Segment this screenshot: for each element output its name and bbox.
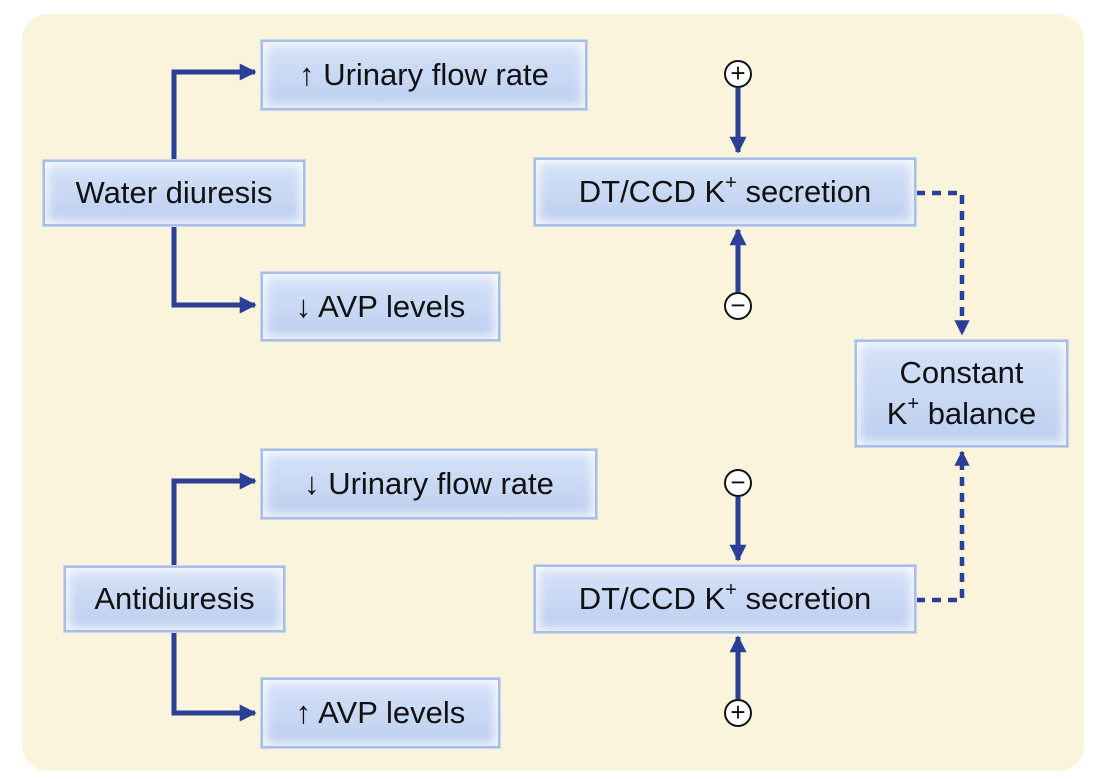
k-secretion-bottom-box: DT/CCD K+ secretion bbox=[534, 565, 916, 633]
k-secretion-bottom-label: DT/CCD K+ secretion bbox=[578, 579, 872, 617]
plus-sign-bottom: + bbox=[724, 699, 752, 727]
minus-sign-top: − bbox=[724, 292, 752, 320]
k-secretion-top-box: DT/CCD K+ secretion bbox=[534, 158, 916, 226]
water-diuresis-box: Water diuresis bbox=[43, 160, 305, 226]
increased-avp-label: ↑ AVP levels bbox=[295, 695, 466, 731]
plus-sign-top: + bbox=[724, 60, 752, 88]
minus-sign-bottom: − bbox=[724, 469, 752, 497]
water-diuresis-label: Water diuresis bbox=[75, 175, 273, 211]
antidiuresis-box: Antidiuresis bbox=[64, 566, 285, 632]
arrow-water-to-avp bbox=[171, 226, 257, 314]
increased-urinary-flow-box: ↑ Urinary flow rate bbox=[261, 40, 587, 110]
increased-avp-box: ↑ AVP levels bbox=[261, 678, 500, 748]
dashed-arrow-bottom-to-constant bbox=[916, 450, 970, 603]
increased-urinary-flow-label: ↑ Urinary flow rate bbox=[299, 57, 549, 93]
antidiuresis-label: Antidiuresis bbox=[94, 581, 255, 617]
k-secretion-top-label: DT/CCD K+ secretion bbox=[578, 172, 872, 210]
decreased-urinary-flow-box: ↓ Urinary flow rate bbox=[261, 449, 597, 519]
decreased-urinary-flow-label: ↓ Urinary flow rate bbox=[304, 466, 554, 502]
decreased-avp-box: ↓ AVP levels bbox=[261, 272, 500, 341]
decreased-avp-label: ↓ AVP levels bbox=[295, 288, 466, 324]
dashed-arrow-top-to-constant bbox=[916, 190, 970, 336]
arrow-anti-to-flow bbox=[171, 472, 257, 568]
arrow-water-to-flow bbox=[171, 63, 257, 160]
arrow-anti-to-avp bbox=[171, 632, 257, 722]
